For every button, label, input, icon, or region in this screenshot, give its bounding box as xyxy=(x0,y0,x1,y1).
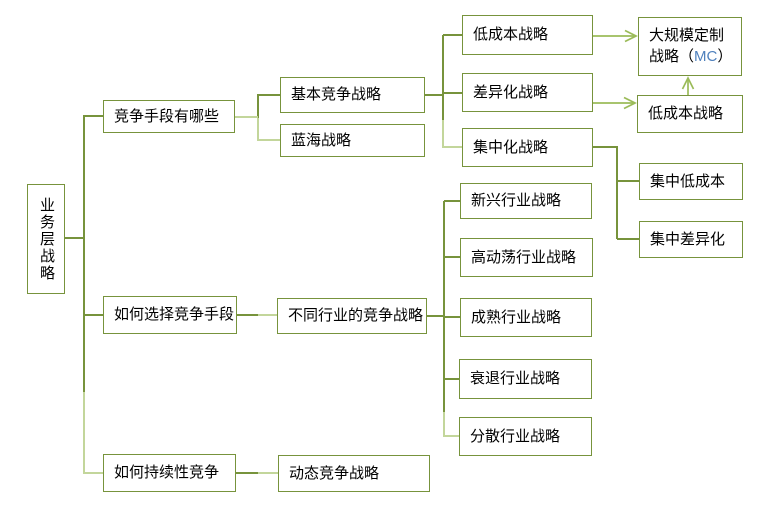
node-turbulent-industry-strategy: 高动荡行业战略 xyxy=(460,238,593,277)
node-emerging-industry-strategy: 新兴行业战略 xyxy=(460,183,592,219)
node-label: 低成本战略 xyxy=(648,105,724,122)
node-focus-strategy: 集中化战略 xyxy=(462,128,593,167)
node-dynamic-competition-strategy: 动态竞争战略 xyxy=(278,455,430,492)
node-label: 衰退行业战略 xyxy=(470,370,561,387)
node-industry-strategies: 不同行业的竞争战略 xyxy=(277,298,427,334)
node-label: 蓝海战略 xyxy=(291,131,352,149)
node-label: 分散行业战略 xyxy=(470,427,561,445)
node-low-cost-strategy-2: 低成本战略 xyxy=(637,95,743,133)
node-label: 不同行业的竞争战略 xyxy=(288,307,424,324)
node-label-suffix: ） xyxy=(717,48,733,65)
node-competition-means: 竞争手段有哪些 xyxy=(103,100,235,133)
node-root: 业务层战略 xyxy=(27,184,65,294)
node-sustain-competition: 如何持续性竞争 xyxy=(103,454,236,492)
node-fragmented-industry-strategy: 分散行业战略 xyxy=(459,417,592,456)
node-label: 如何选择竞争手段 xyxy=(114,306,235,323)
node-blue-ocean-strategy: 蓝海战略 xyxy=(280,124,425,157)
node-label: 成熟行业战略 xyxy=(471,308,562,326)
node-label-highlight: MC xyxy=(694,48,718,65)
node-label-prefix: 大规模定制战略（ xyxy=(649,27,725,65)
connector-light-segments xyxy=(83,116,462,474)
node-label: 差异化战略 xyxy=(473,83,549,101)
node-focus-low-cost: 集中低成本 xyxy=(639,163,743,200)
arrow-low-cost-to-mc xyxy=(593,29,638,43)
node-label: 竞争手段有哪些 xyxy=(114,107,220,125)
arrow-low-cost-to-mc-up xyxy=(681,76,695,95)
node-label: 业务层战略 xyxy=(38,196,55,282)
node-choose-means: 如何选择竞争手段 xyxy=(103,296,237,334)
arrow-differentiation-to-low-cost xyxy=(592,96,637,110)
connector-dark-segments xyxy=(64,34,639,474)
node-label: 新兴行业战略 xyxy=(471,192,562,209)
node-label: 如何持续性竞争 xyxy=(114,464,220,481)
node-differentiation-strategy: 差异化战略 xyxy=(462,73,593,112)
node-low-cost-strategy: 低成本战略 xyxy=(462,15,593,55)
node-focus-differentiation: 集中差异化 xyxy=(639,221,743,258)
node-basic-competitive-strategy: 基本竞争战略 xyxy=(280,77,425,113)
node-mature-industry-strategy: 成熟行业战略 xyxy=(460,298,592,337)
node-declining-industry-strategy: 衰退行业战略 xyxy=(459,359,592,399)
node-label: 低成本战略 xyxy=(473,26,549,43)
node-label: 动态竞争战略 xyxy=(289,464,380,482)
node-mass-customization-strategy: 大规模定制战略（MC） xyxy=(638,17,742,76)
node-label: 集中低成本 xyxy=(650,172,726,190)
node-label: 高动荡行业战略 xyxy=(471,248,577,266)
node-label: 集中差异化 xyxy=(650,230,726,248)
node-label: 基本竞争战略 xyxy=(291,86,382,103)
node-label: 集中化战略 xyxy=(473,138,549,156)
